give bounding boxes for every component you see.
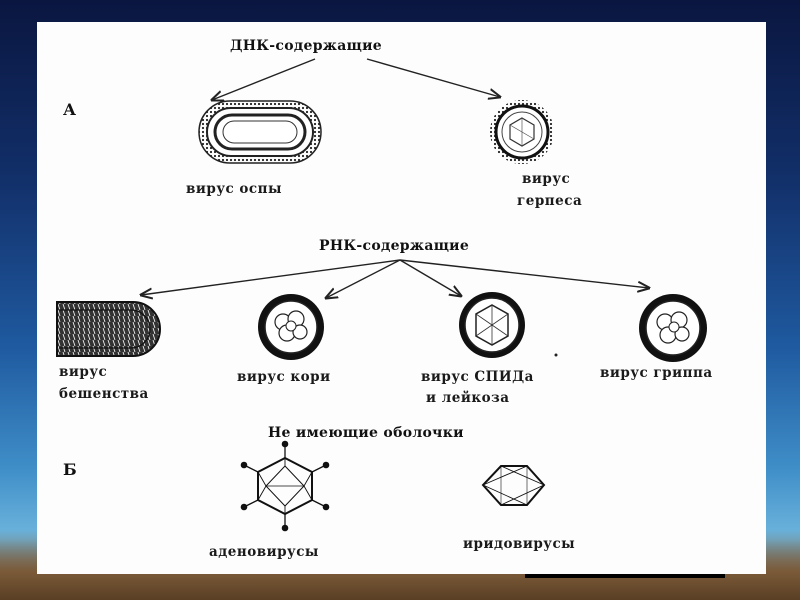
measles-virus-label: вирус кори (237, 369, 331, 385)
naked-group-heading: Не имеющие оболочки (268, 425, 464, 441)
arrow-dna-to-pox (212, 58, 316, 100)
adenovirus-illustration (240, 440, 330, 532)
arrow-rna-to-measles (326, 259, 401, 298)
arrow-rna-to-rabies (141, 259, 401, 295)
pox-virus-illustration (198, 100, 322, 164)
section-b-marker: Б (63, 460, 77, 479)
stray-dot (554, 353, 558, 357)
flu-virus-label: вирус гриппа (600, 365, 713, 381)
slide-footer-bar (525, 572, 725, 578)
rabies-virus-label-line1: вирус (59, 364, 107, 380)
rna-group-heading: РНК-содержащие (319, 238, 469, 254)
herpes-virus-label-line1: вирус (522, 171, 570, 187)
hiv-virus-label-line1: вирус СПИДа (421, 369, 534, 385)
herpes-virus-label-line2: герпеса (517, 193, 582, 209)
arrow-rna-to-hiv (399, 259, 461, 296)
rabies-virus-label-line2: бешенства (59, 386, 149, 402)
pox-virus-label: вирус оспы (186, 181, 282, 197)
hiv-virus-illustration (459, 292, 525, 358)
section-a-marker: А (63, 100, 76, 119)
measles-virus-illustration (258, 294, 324, 360)
hiv-virus-label-line2: и лейкоза (426, 390, 509, 406)
virus-classification-diagram: ДНК-содержащие А вирус оспы вирус герпес… (56, 38, 713, 560)
arrow-dna-to-herpes (366, 58, 500, 97)
herpes-virus-illustration (490, 100, 554, 164)
iridovirus-label: иридовирусы (463, 536, 575, 552)
arrow-rna-to-flu (399, 259, 649, 288)
adenovirus-label: аденовирусы (209, 544, 319, 560)
dna-group-heading: ДНК-содержащие (230, 38, 382, 54)
rabies-virus-illustration (56, 301, 161, 357)
iridovirus-illustration (481, 465, 546, 506)
diagram-panel: ДНК-содержащие А вирус оспы вирус герпес… (37, 22, 766, 574)
flu-virus-illustration (639, 294, 707, 362)
